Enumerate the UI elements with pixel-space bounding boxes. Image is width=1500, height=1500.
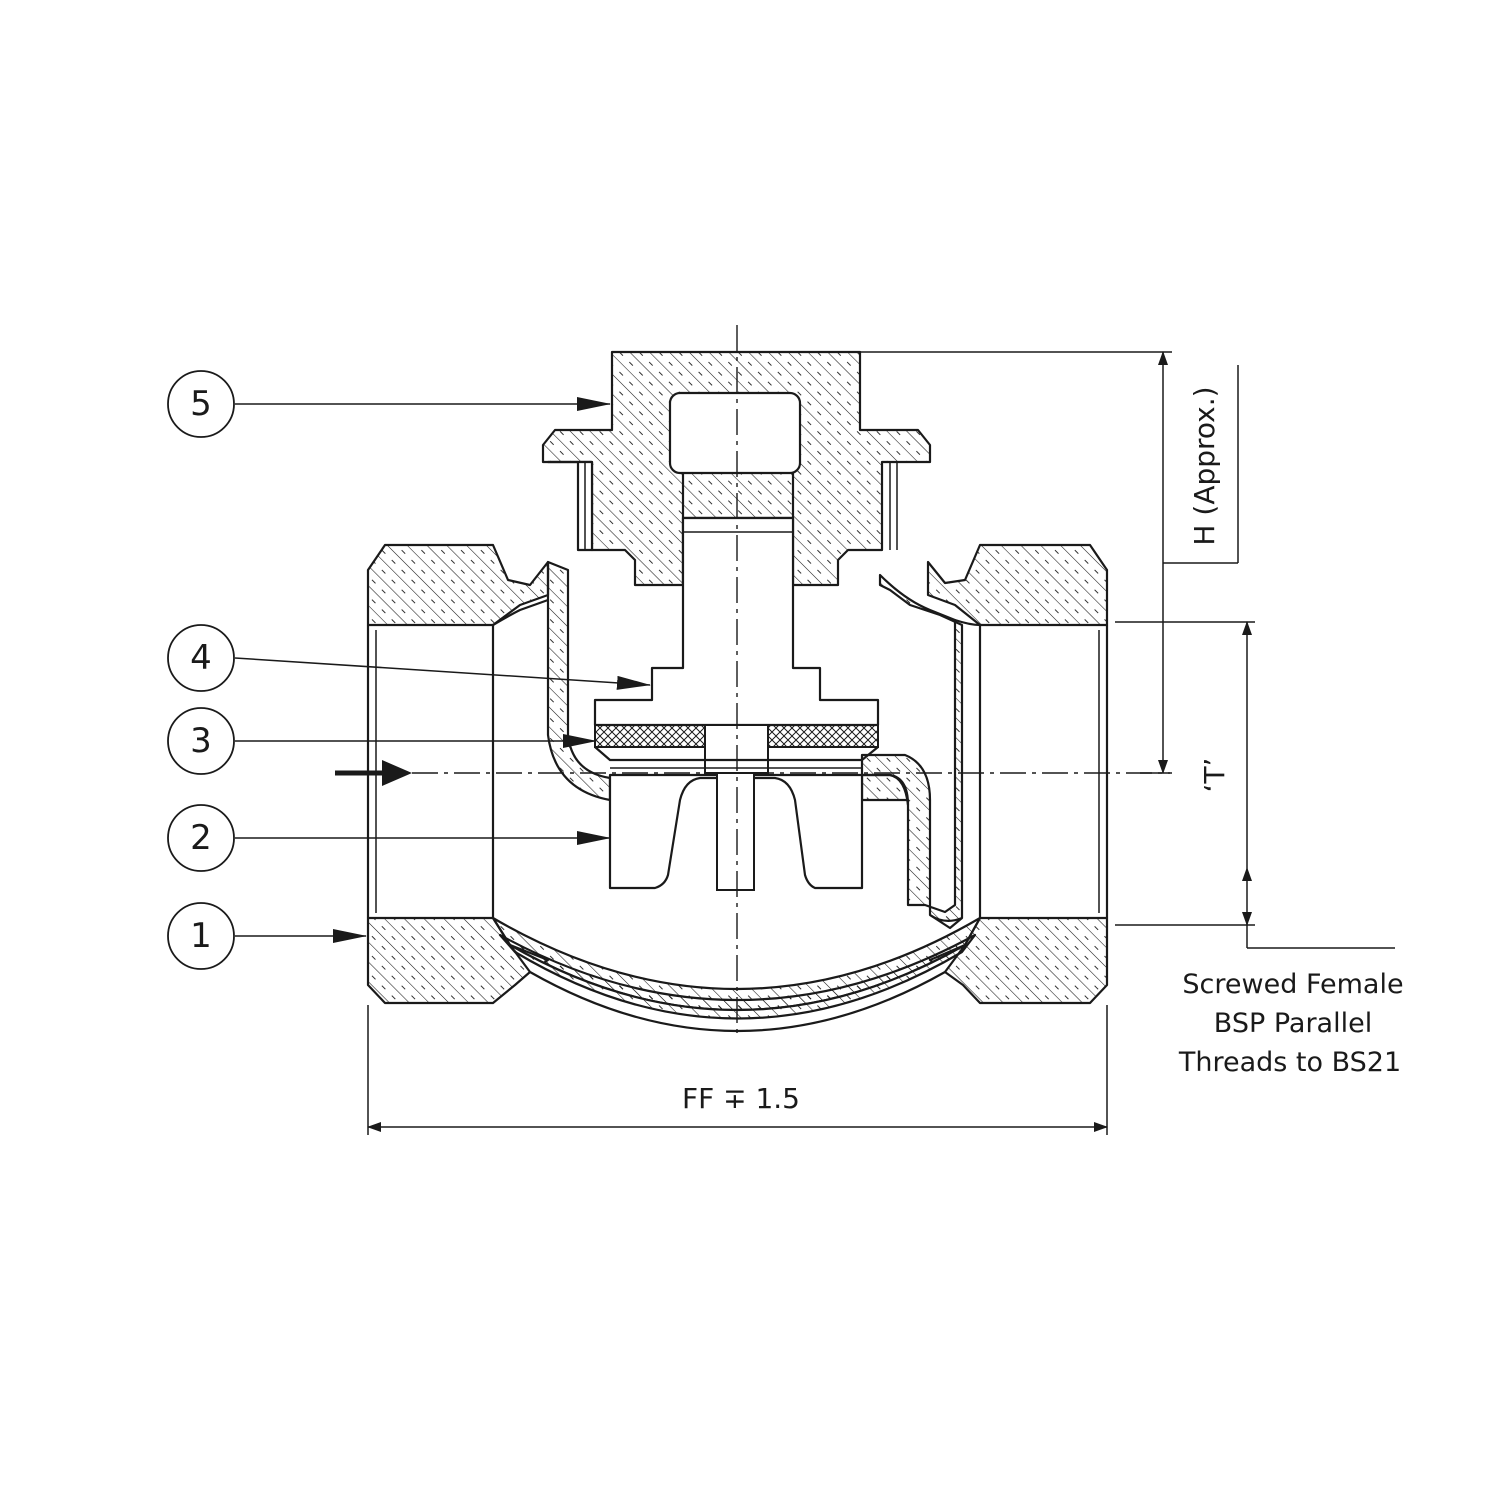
height-dimension-label: H (Approx.): [1188, 386, 1221, 545]
centre-lines: [370, 325, 1170, 1035]
balloon-1-number: 1: [190, 916, 212, 956]
ff-dimension-label: FF ∓ 1.5: [682, 1082, 800, 1115]
note-line-1: Screwed Female: [1182, 969, 1403, 1000]
thread-dimension: ‘T’: [1115, 621, 1395, 949]
flow-direction-arrow: [335, 760, 412, 786]
balloon-5: 5: [167, 370, 611, 438]
balloon-2-number: 2: [190, 818, 212, 858]
balloon-3: 3: [167, 707, 597, 775]
note-line-3: Threads to BS21: [1178, 1047, 1401, 1078]
balloon-4: 4: [167, 624, 651, 692]
balloon-2: 2: [167, 804, 611, 872]
disc-guide: [608, 772, 864, 891]
balloon-5-number: 5: [190, 384, 212, 424]
height-dimension: H (Approx.): [860, 351, 1239, 774]
note-line-2: BSP Parallel: [1214, 1008, 1372, 1039]
thread-dimension-label: ‘T’: [1198, 758, 1231, 793]
balloon-3-number: 3: [190, 721, 212, 761]
balloon-1: 1: [167, 902, 367, 970]
ff-dimension: FF ∓ 1.5: [367, 1005, 1108, 1135]
thread-note: Screwed Female BSP Parallel Threads to B…: [1178, 969, 1404, 1078]
balloon-4-number: 4: [190, 638, 212, 678]
valve-body: [366, 543, 1109, 1033]
